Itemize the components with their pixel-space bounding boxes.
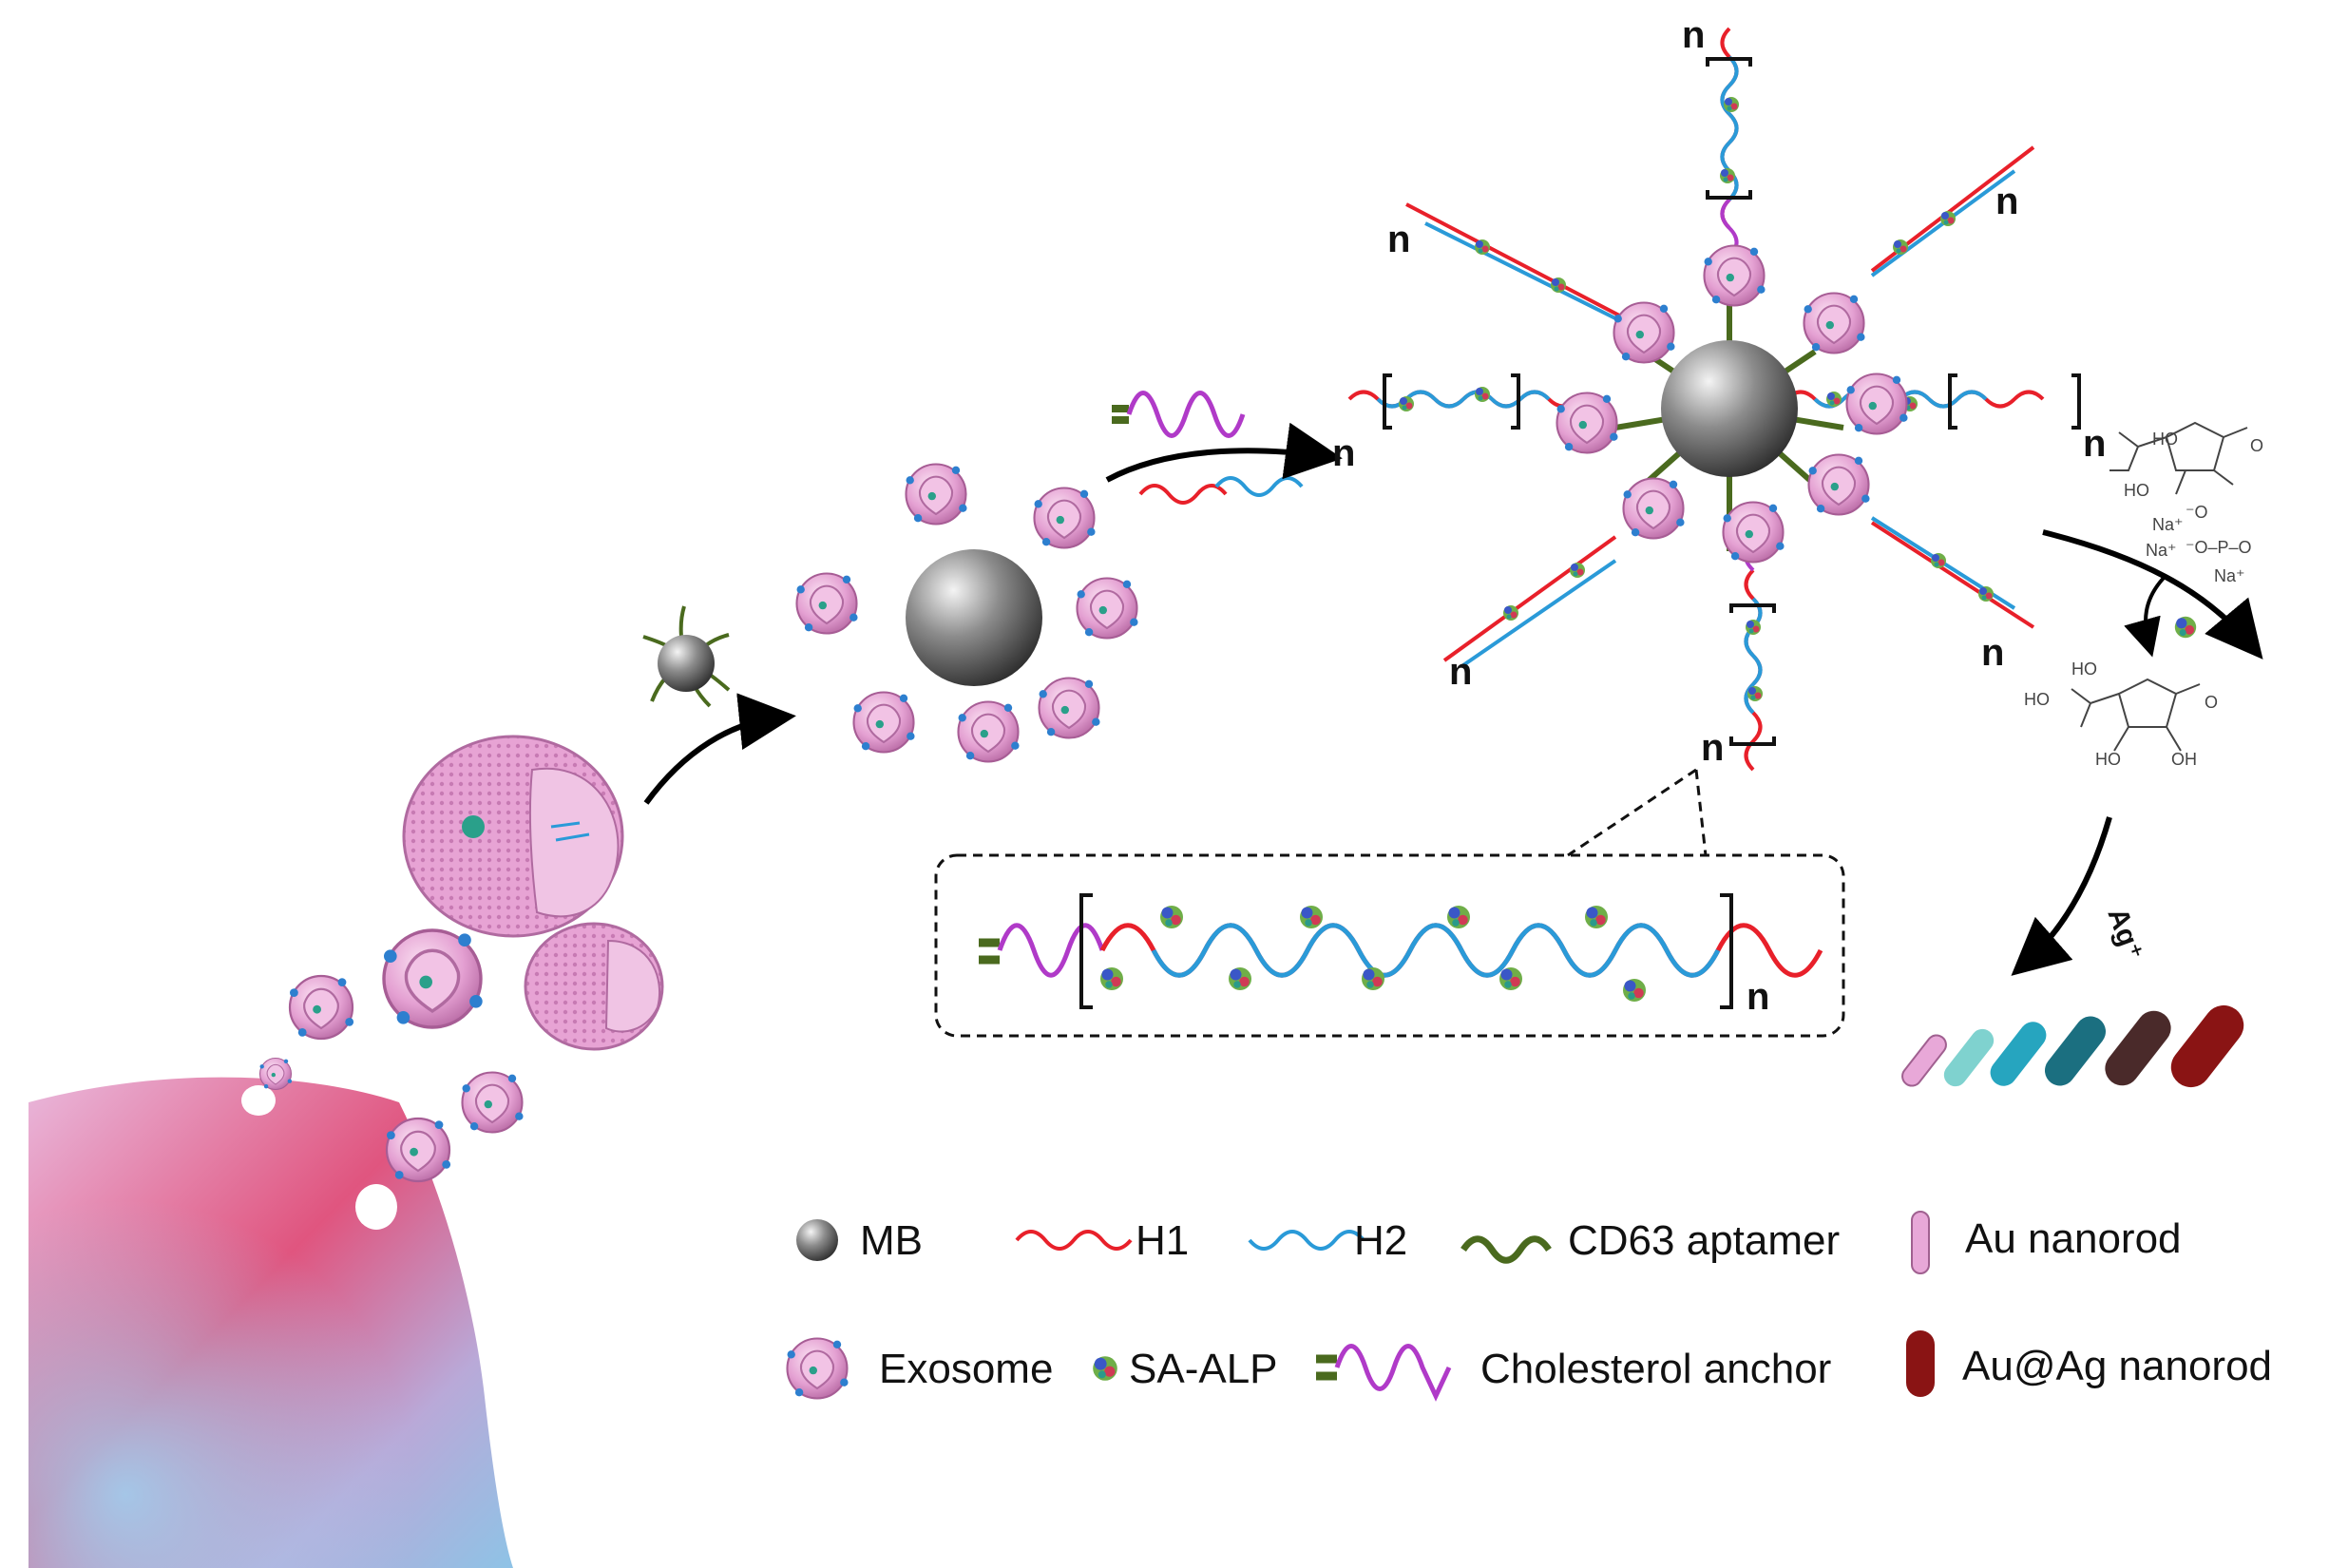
donor-cell xyxy=(29,1077,513,1568)
chem-o-1: O xyxy=(2250,436,2263,455)
hcr-assembly: n n n n n n n n xyxy=(1332,14,2106,772)
n-label-upper-right: n xyxy=(1995,181,2018,222)
legend-au-ag-nanorod: Au@Ag nanorod xyxy=(1962,1343,2272,1389)
secreted-exosomes xyxy=(258,735,664,1183)
legend-au-nanorod: Au nanorod xyxy=(1965,1215,2182,1262)
legend-cd63-aptamer: CD63 aptamer xyxy=(1568,1217,1840,1264)
n-label-inset: n xyxy=(1747,976,1769,1018)
legend-h1: H1 xyxy=(1136,1217,1189,1264)
arrow-hcr xyxy=(1105,422,1343,483)
silver-ion-label: Ag⁺ xyxy=(2101,904,2148,965)
legend-cholesterol-anchor: Cholesterol anchor xyxy=(1480,1346,1831,1392)
chem-na-2: Na⁺ xyxy=(2146,541,2177,560)
mb-exosome-complex xyxy=(795,463,1139,763)
chem-ho-1: HO xyxy=(2152,430,2178,449)
chem-r-ho-1: HO xyxy=(2071,660,2097,679)
chem-r-ho-2: HO xyxy=(2024,690,2050,709)
chem-na-1: Na⁺ xyxy=(2152,515,2184,534)
legend: MB H1 H2 CD63 aptamer Au nanorod Exosome… xyxy=(786,1211,2272,1402)
n-label-lower-left: n xyxy=(1449,651,1472,693)
exosome-cross-section xyxy=(524,922,664,1051)
ascorbic-acid-2-phosphate xyxy=(2109,421,2248,495)
large-exosome-cross-section xyxy=(402,735,624,938)
chem-ominus: ⁻O xyxy=(2186,503,2208,522)
hcr-inset: n xyxy=(934,768,1845,1038)
ascorbic-acid xyxy=(2071,678,2201,752)
chem-r-ho-3: HO xyxy=(2095,750,2121,769)
arrow-small-down xyxy=(2124,573,2168,658)
n-label-left: n xyxy=(1332,432,1355,474)
n-label-right: n xyxy=(2083,423,2106,465)
chem-r-oh: OH xyxy=(2171,750,2197,769)
chem-ho-2: HO xyxy=(2124,481,2149,500)
nanorod-color-series xyxy=(1901,1004,2244,1088)
legend-sa-alp: SA-ALP xyxy=(1129,1346,1278,1392)
n-label-top: n xyxy=(1682,14,1705,56)
chem-na-3: Na⁺ xyxy=(2214,566,2245,585)
hcr-reagents xyxy=(1112,391,1304,505)
n-label-upper-left: n xyxy=(1387,219,1410,260)
mb-with-aptamers xyxy=(642,605,731,708)
arrow-silver-deposition xyxy=(2011,816,2112,976)
n-label-lower-right: n xyxy=(1981,632,2004,674)
n-label-bottom: n xyxy=(1701,727,1724,769)
chem-p-group: ⁻O–P–O xyxy=(2186,538,2252,557)
chem-r-o: O xyxy=(2205,693,2218,712)
arrow-capture xyxy=(643,693,796,805)
legend-mb: MB xyxy=(860,1217,923,1264)
legend-h2: H2 xyxy=(1354,1217,1407,1264)
legend-exosome: Exosome xyxy=(879,1346,1053,1392)
